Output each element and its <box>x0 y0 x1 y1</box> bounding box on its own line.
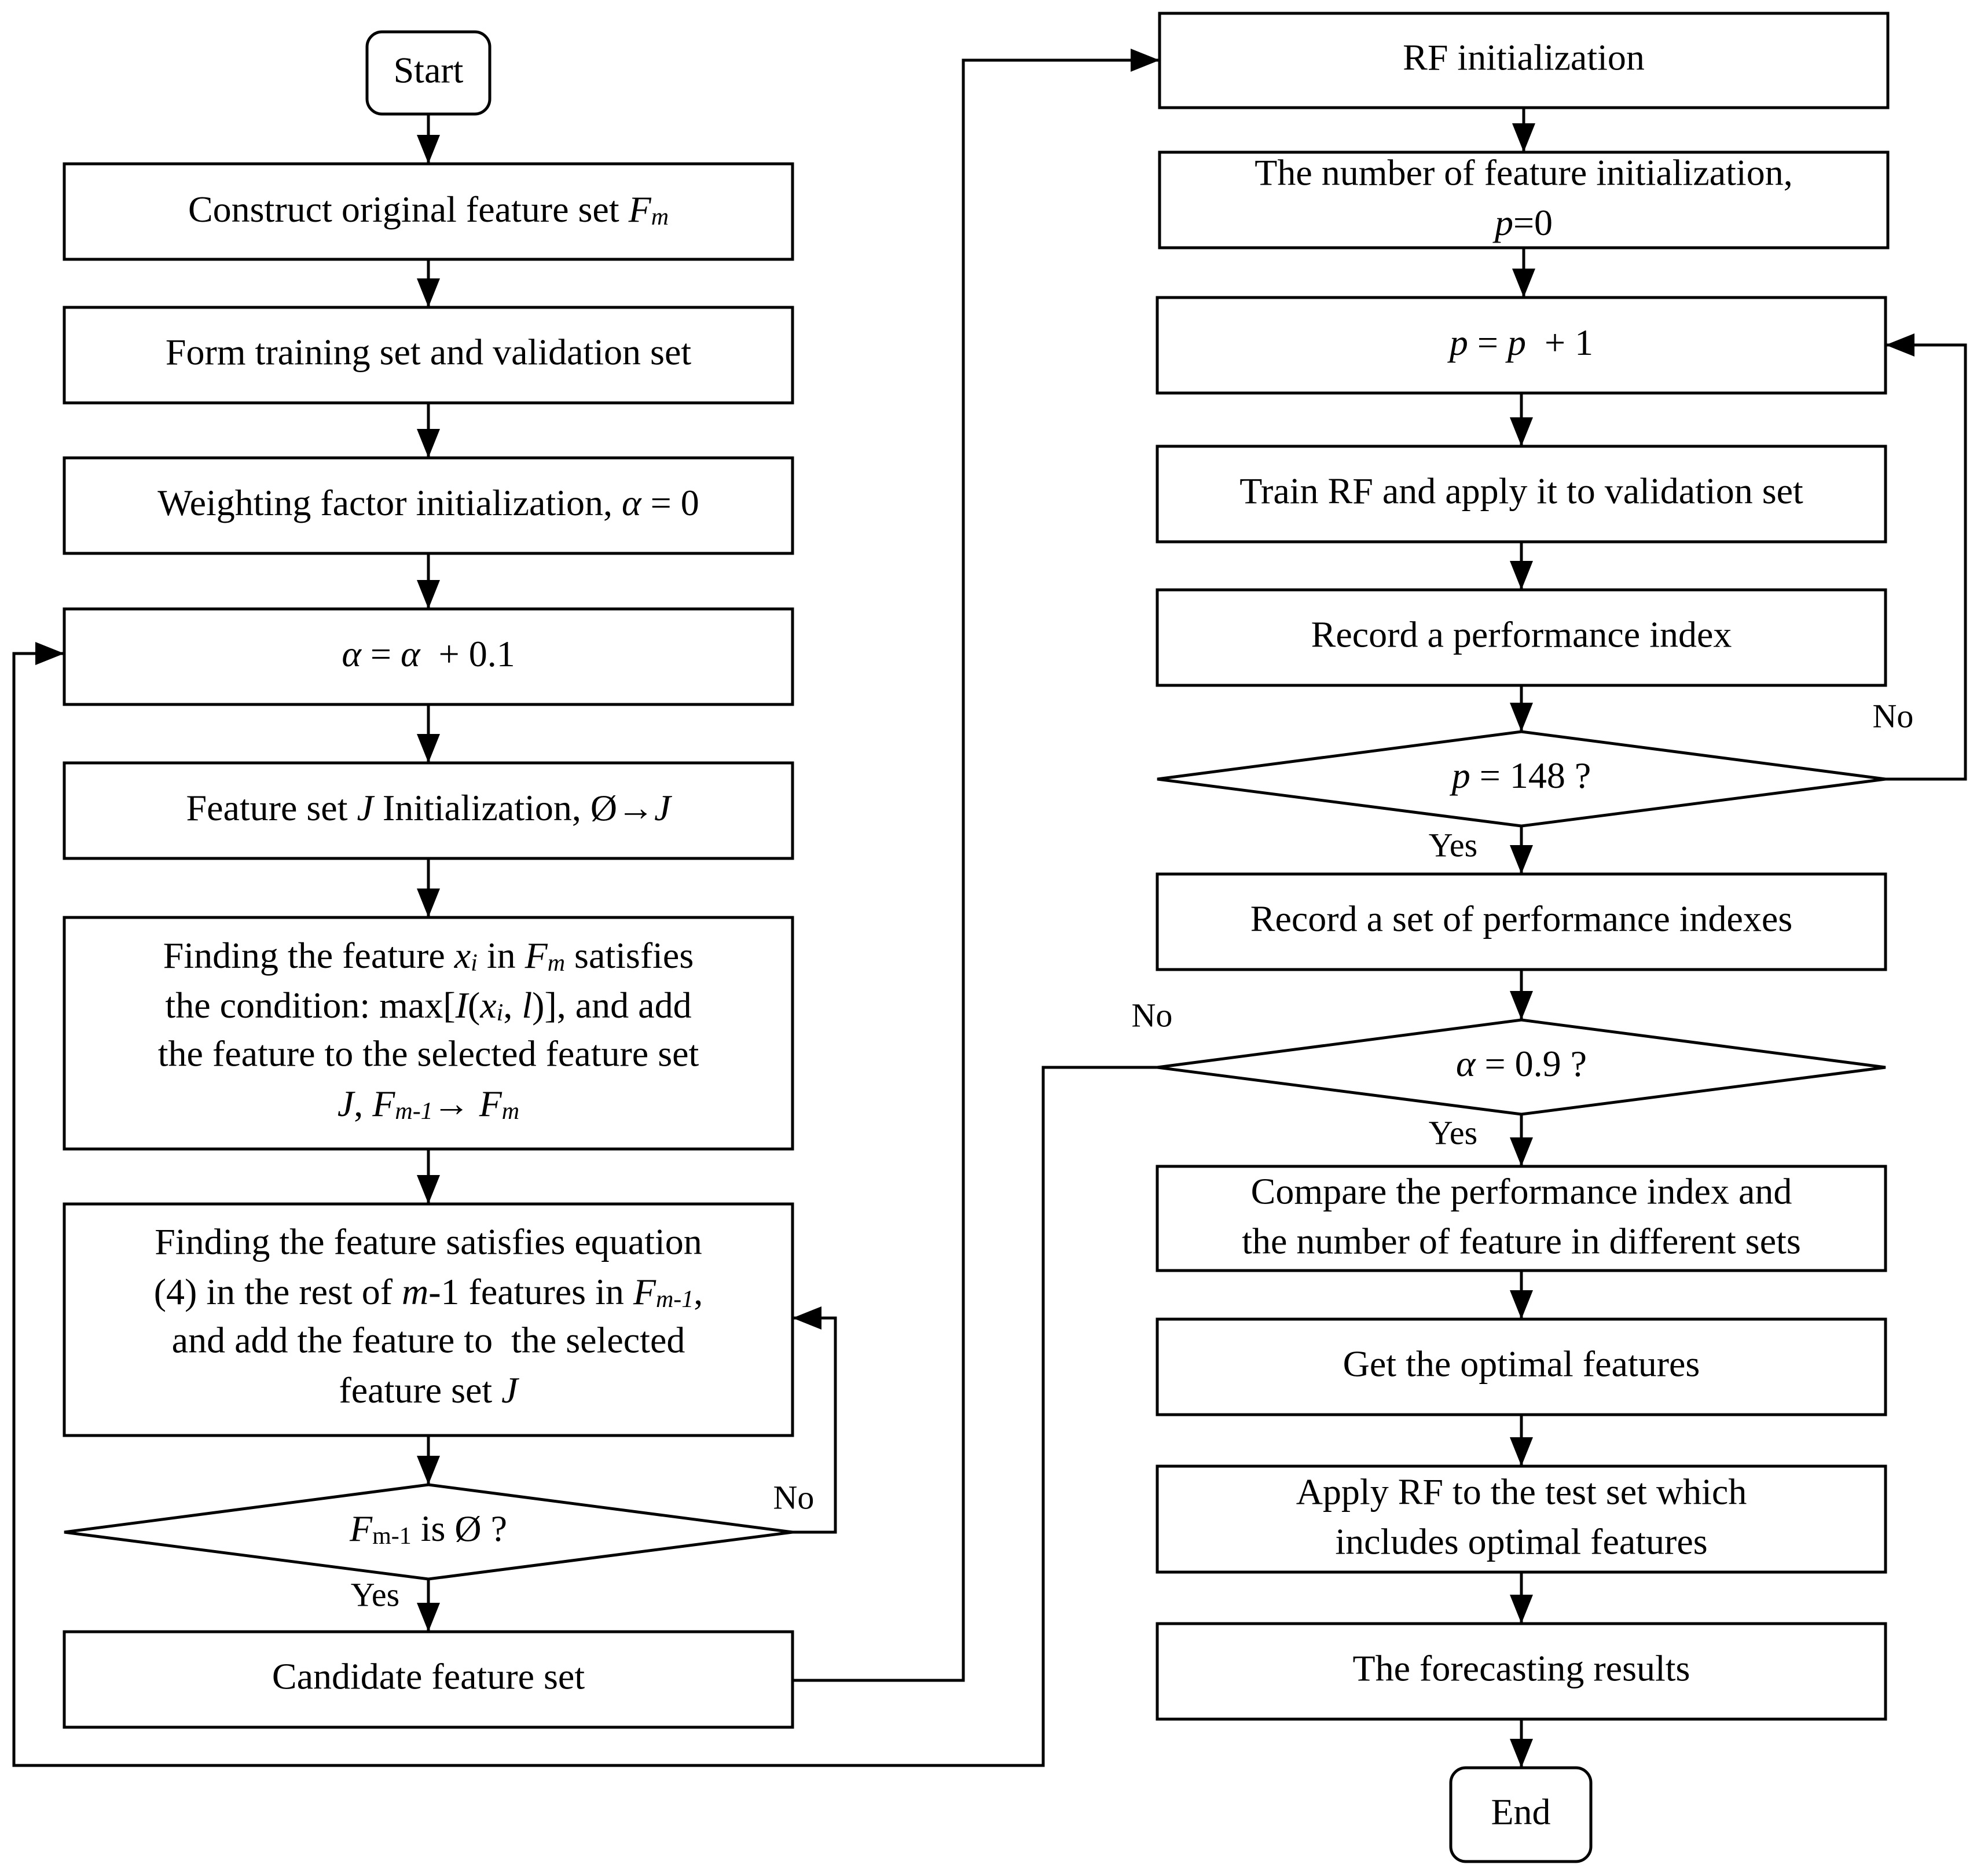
fm-empty-decision: Fm-1 is Ø ? <box>64 1483 793 1581</box>
find-equation-line4: feature set J <box>339 1370 519 1411</box>
compare-box: Compare the performance index and the nu… <box>1156 1165 1887 1272</box>
record-index-box: Record a performance index <box>1156 588 1887 687</box>
apply-rf-line1: Apply RF to the test set which <box>1296 1471 1747 1512</box>
start-terminal: Start <box>365 30 492 116</box>
fm-empty-no-label: No <box>773 1478 815 1516</box>
alpha-check-decision: α = 0.9 ? <box>1157 1018 1886 1116</box>
candidate-set-box: Candidate feature set <box>63 1630 794 1729</box>
find-max-line1: Finding the feature xi in Fm satisfies <box>163 935 694 976</box>
find-equation-box: Finding the feature satisfies equation (… <box>63 1202 794 1437</box>
construct-feature-set-label: Construct original feature set Fm <box>188 189 669 230</box>
find-equation-line2: (4) in the rest of m-1 features in Fm-1, <box>154 1271 703 1313</box>
train-rf-box: Train RF and apply it to validation set <box>1156 445 1887 544</box>
optimal-features-label: Get the optimal features <box>1343 1343 1700 1385</box>
p-increment-box: p = p + 1 <box>1156 296 1887 395</box>
record-index-label: Record a performance index <box>1311 614 1732 655</box>
fm-empty-label: Fm-1 is Ø ? <box>349 1508 507 1550</box>
p-init-line1: The number of feature initialization, <box>1255 152 1792 193</box>
end-terminal: End <box>1449 1766 1593 1863</box>
forecasting-results-label: The forecasting results <box>1353 1648 1690 1689</box>
compare-line2: the number of feature in different sets <box>1242 1221 1801 1262</box>
form-sets-label: Form training set and validation set <box>166 332 692 373</box>
edge-alpha-check-no-loop <box>12 642 1157 1767</box>
p-check-label: p = 148 ? <box>1450 755 1591 796</box>
optimal-features-box: Get the optimal features <box>1156 1317 1887 1416</box>
edge-fm-empty-no-loop <box>793 1306 837 1534</box>
alpha-check-no-label: No <box>1132 996 1173 1034</box>
alpha-increment-label: α = α + 0.1 <box>342 633 515 674</box>
find-equation-line1: Finding the feature satisfies equation <box>155 1221 702 1262</box>
end-label: End <box>1491 1791 1550 1833</box>
p-check-decision: p = 148 ? <box>1157 730 1886 828</box>
find-max-line2: the condition: max[I(xi, l)], and add <box>165 985 691 1026</box>
p-init-box: The number of feature initialization, p=… <box>1158 150 1890 249</box>
start-label: Start <box>394 50 464 91</box>
alpha-init-box: Weighting factor initialization, α = 0 <box>63 456 794 555</box>
forecasting-results-box: The forecasting results <box>1156 1622 1887 1721</box>
train-rf-label: Train RF and apply it to validation set <box>1239 471 1803 512</box>
p-init-line2: p=0 <box>1492 202 1553 243</box>
edge-candidate-to-rf-init <box>793 49 1160 1682</box>
rf-init-label: RF initialization <box>1403 37 1645 78</box>
record-set-label: Record a set of performance indexes <box>1250 898 1792 939</box>
candidate-set-label: Candidate feature set <box>272 1656 585 1697</box>
compare-line1: Compare the performance index and <box>1251 1171 1792 1212</box>
find-max-line3: the feature to the selected feature set <box>158 1033 699 1074</box>
p-check-yes-label: Yes <box>1429 826 1477 864</box>
alpha-init-label: Weighting factor initialization, α = 0 <box>157 482 699 523</box>
apply-rf-line2: includes optimal features <box>1335 1521 1707 1562</box>
find-equation-line3: and add the feature to the selected <box>172 1320 685 1361</box>
record-set-box: Record a set of performance indexes <box>1156 872 1887 971</box>
j-init-label: Feature set J Initialization, Ø→J <box>186 787 672 828</box>
alpha-check-label: α = 0.9 ? <box>1456 1043 1587 1084</box>
edge-p-check-no-loop <box>1886 333 1967 781</box>
find-max-line4: J, Fm-1→ Fm <box>338 1083 519 1125</box>
apply-rf-box: Apply RF to the test set which includes … <box>1156 1464 1887 1574</box>
rf-init-box: RF initialization <box>1158 12 1890 109</box>
alpha-increment-box: α = α + 0.1 <box>63 607 794 706</box>
p-increment-label: p = p + 1 <box>1447 322 1593 363</box>
j-init-box: Feature set J Initialization, Ø→J <box>63 761 794 860</box>
find-max-box: Finding the feature xi in Fm satisfies t… <box>63 916 794 1151</box>
alpha-check-yes-label: Yes <box>1429 1114 1477 1151</box>
construct-feature-set-box: Construct original feature set Fm <box>63 162 794 261</box>
p-check-no-label: No <box>1873 697 1914 735</box>
form-sets-box: Form training set and validation set <box>63 306 794 405</box>
fm-empty-yes-label: Yes <box>351 1576 399 1613</box>
